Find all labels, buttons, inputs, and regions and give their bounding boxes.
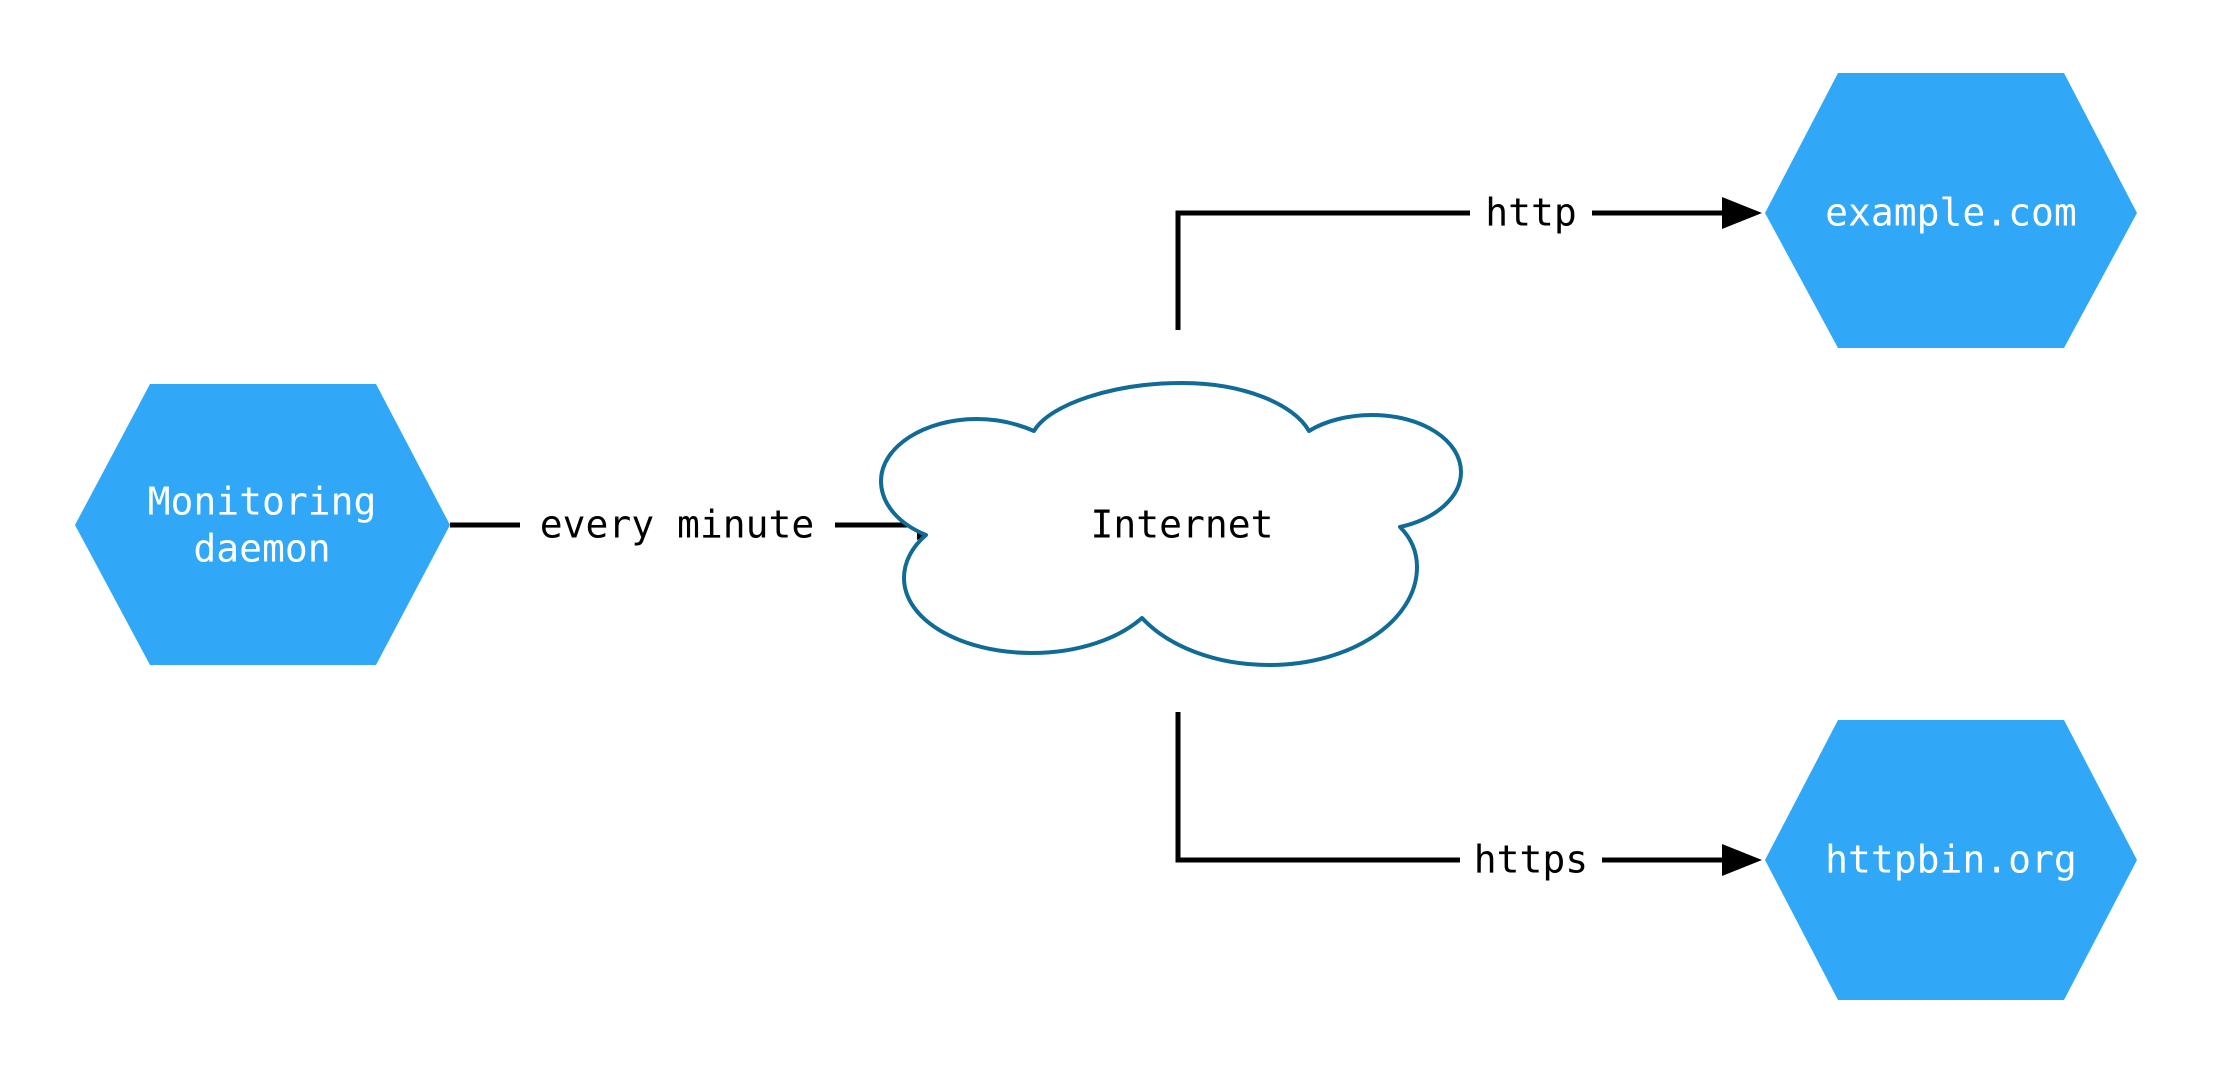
edge-label-every-minute: every minute [540, 503, 815, 547]
node-httpbin-org-label: httpbin.org [1825, 838, 2077, 882]
edge-internet-to-example[interactable]: http [1175, 191, 1762, 331]
edge-internet-to-httpbin[interactable]: https [1175, 712, 1762, 882]
edge-label-http: http [1485, 191, 1577, 235]
edge-internet-to-example-path-vertical [1175, 210, 1470, 330]
node-monitoring-daemon-hexagon [75, 384, 450, 665]
node-internet[interactable]: Internet [879, 381, 1463, 667]
edge-internet-to-httpbin-arrowhead [1722, 844, 1762, 876]
node-example-com[interactable]: example.com [1765, 73, 2137, 348]
edge-daemon-to-internet[interactable]: every minute [450, 503, 953, 547]
node-example-com-label: example.com [1825, 191, 2077, 235]
node-httpbin-org-hexagon [1765, 720, 2137, 1000]
node-internet-cloud [879, 381, 1463, 667]
node-internet-label: Internet [1090, 503, 1273, 547]
edge-internet-to-example-arrowhead [1722, 197, 1762, 229]
node-example-com-hexagon [1765, 73, 2137, 348]
node-monitoring-daemon-label-line1: Monitoring [148, 480, 377, 524]
node-monitoring-daemon-label-line2: daemon [193, 527, 330, 571]
edge-internet-to-httpbin-path-vertical [1175, 712, 1460, 863]
edge-label-https: https [1474, 838, 1588, 882]
node-monitoring-daemon[interactable]: Monitoring daemon [75, 384, 450, 665]
node-httpbin-org[interactable]: httpbin.org [1765, 720, 2137, 1000]
